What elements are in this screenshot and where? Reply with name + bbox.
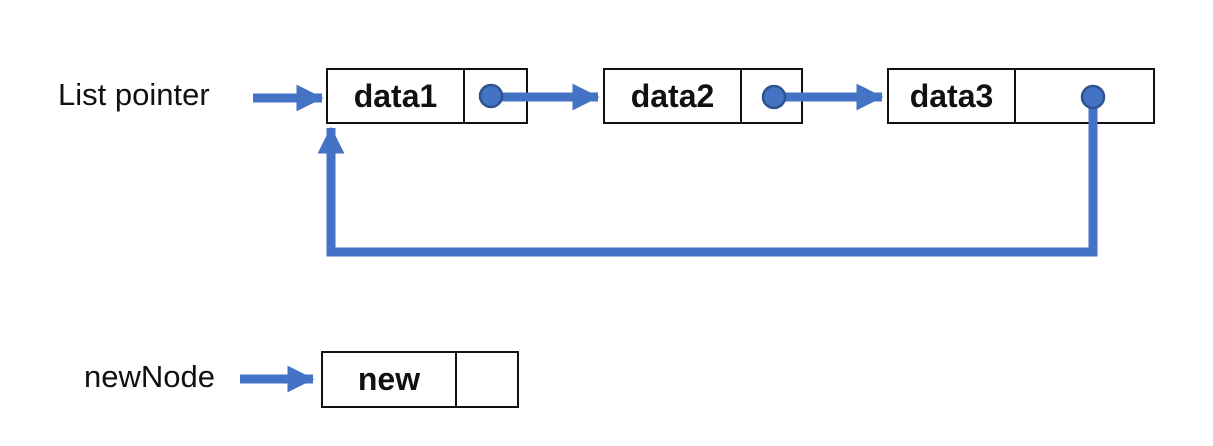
node-data2-pointer-cell xyxy=(742,70,801,122)
node-data2-data-cell: data2 xyxy=(605,70,742,122)
node-data1-data-cell: data1 xyxy=(328,70,465,122)
list-pointer-label: List pointer xyxy=(58,77,210,112)
newnode-label: newNode xyxy=(84,359,215,394)
node-new-pointer-cell xyxy=(457,353,517,406)
node-data3: data3 xyxy=(887,68,1155,124)
node-data1-pointer-cell xyxy=(465,70,526,122)
node-new: new xyxy=(321,351,519,408)
node-data3-data-cell: data3 xyxy=(889,70,1016,122)
node-new-data-cell: new xyxy=(323,353,457,406)
node-data3-pointer-cell xyxy=(1016,70,1153,122)
node-data2: data2 xyxy=(603,68,803,124)
node-data1: data1 xyxy=(326,68,528,124)
